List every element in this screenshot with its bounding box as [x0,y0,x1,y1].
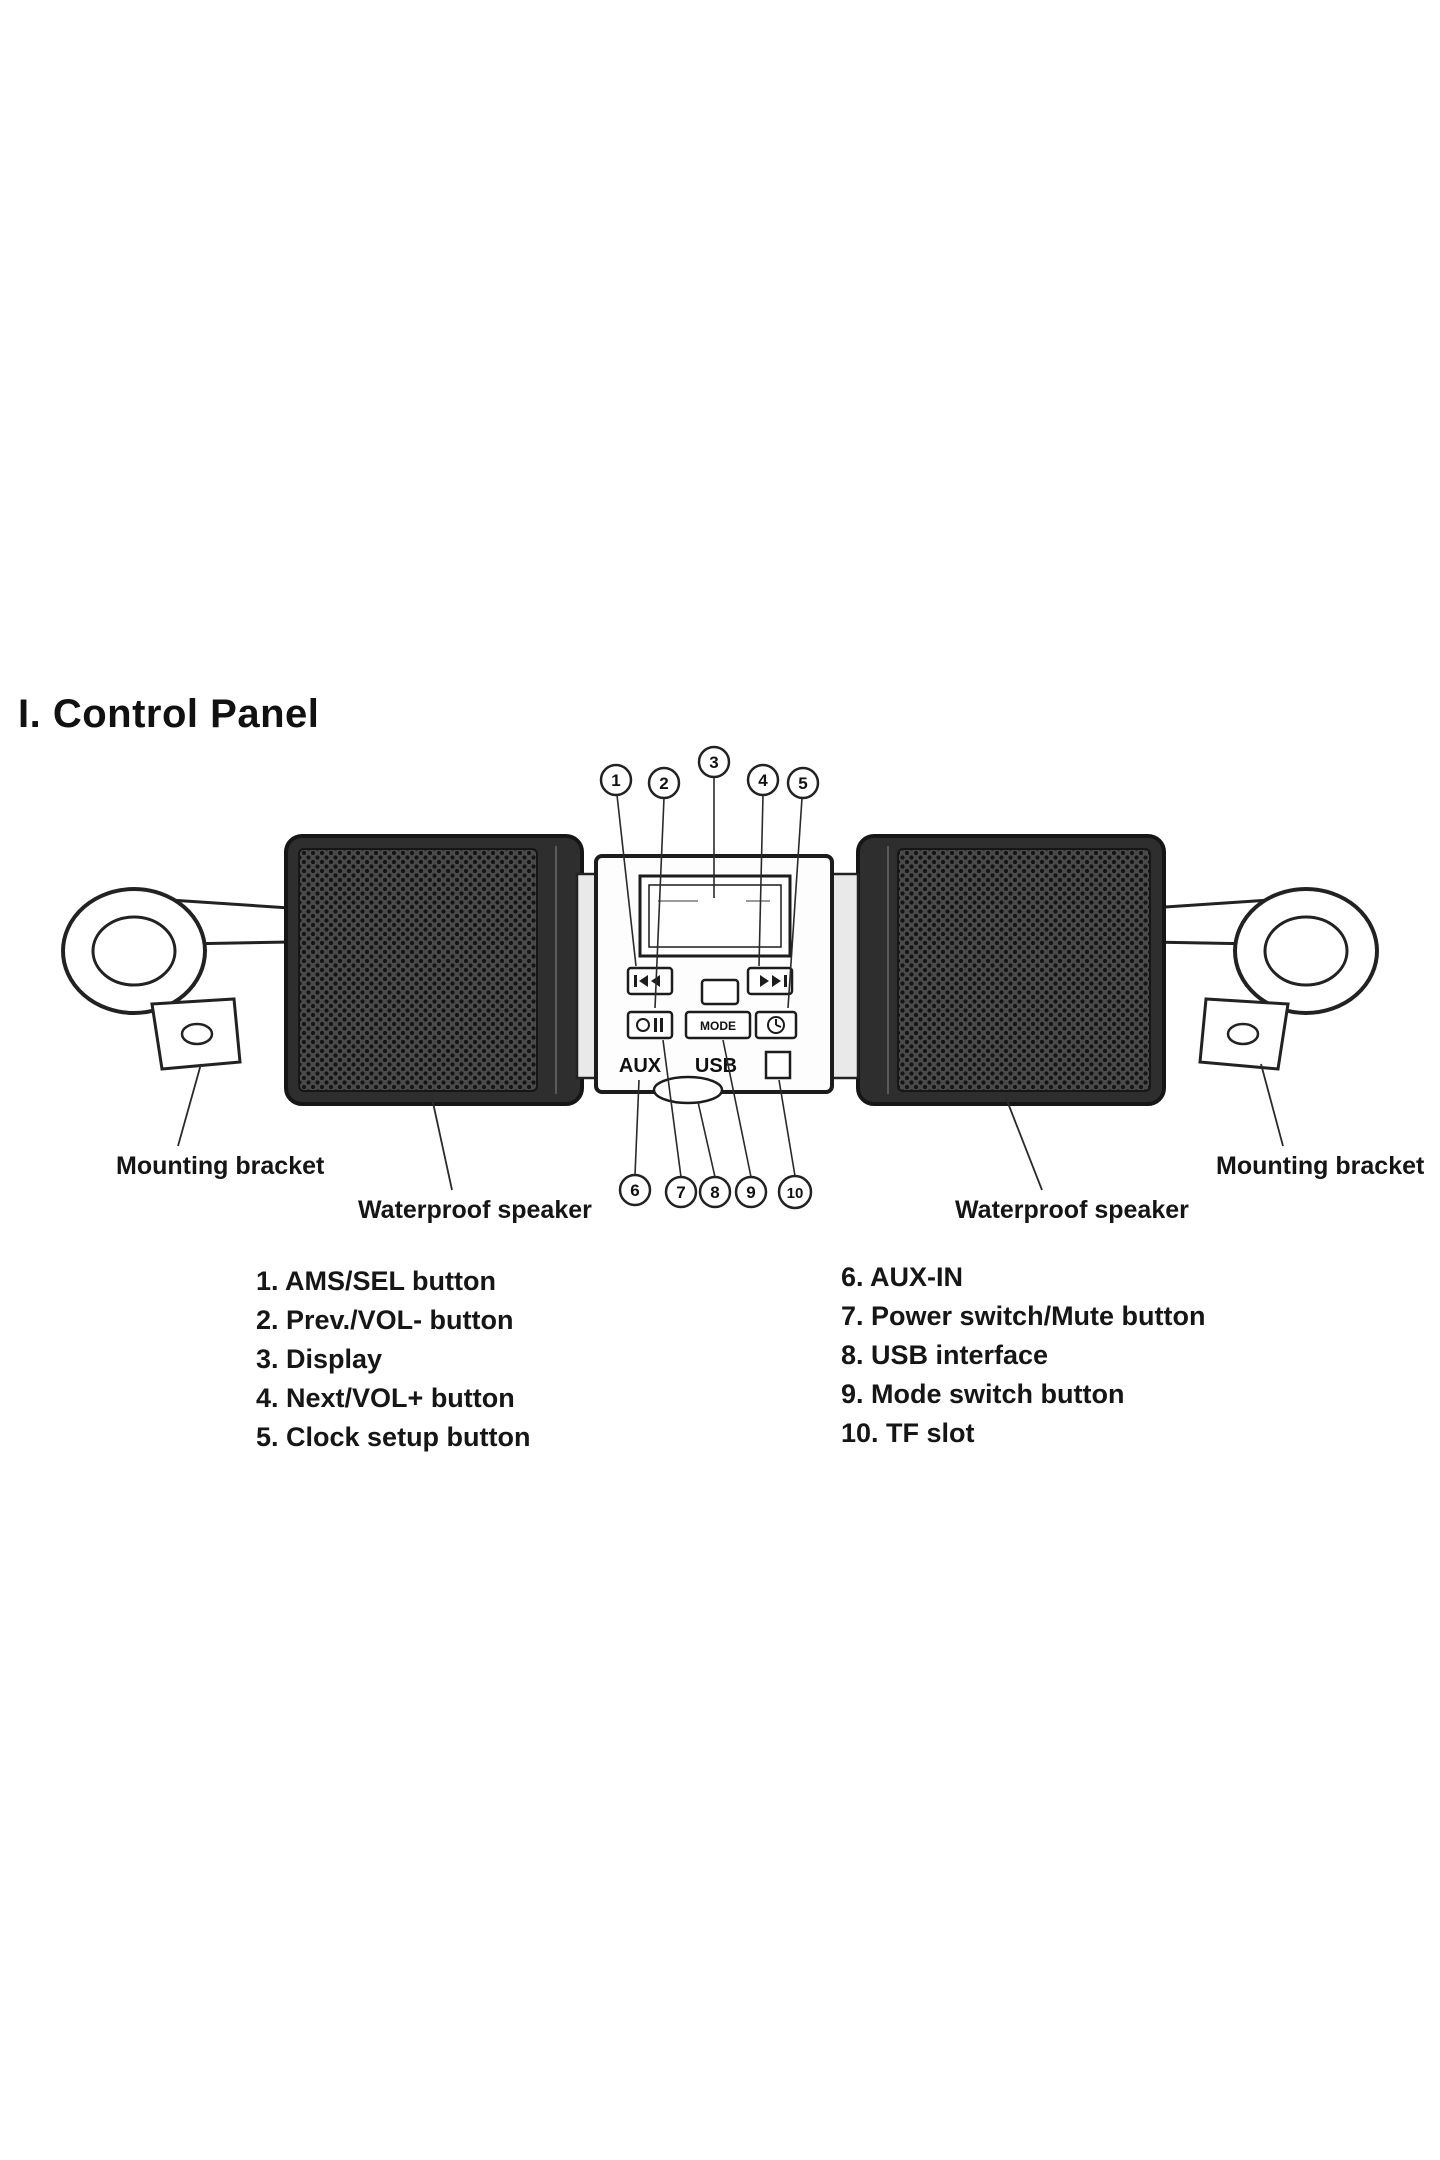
callout-line-10 [778,1079,796,1177]
right-mounting-bracket [1148,887,1379,1071]
legend-left-column: 1. AMS/SEL button 2. Prev./VOL- button 3… [256,1262,531,1457]
right-bracket-clamp-hole [1263,915,1349,987]
callout-line-4 [758,794,764,967]
waterproof-speaker-left-label: Waterproof speaker [358,1196,592,1224]
left-speaker-mesh [298,848,538,1092]
prev-vol-minus-button [626,966,674,996]
label-leader-lines [177,1063,1284,1191]
mounting-bracket-left-label: Mounting bracket [116,1152,325,1180]
ams-sel-button [700,978,740,1006]
callout-line-1 [616,794,637,967]
power-mute-icon [636,1018,663,1032]
bottom-callouts: 6 7 8 9 10 [618,1173,813,1210]
tf-card-slot [764,1050,792,1080]
callout-line-7 [662,1039,682,1178]
left-bracket-bolt-hole [180,1022,214,1046]
mode-switch-button: MODE [684,1010,752,1040]
next-vol-plus-button [746,966,794,996]
usb-label: USB [695,1055,737,1077]
legend-item-1: 1. AMS/SEL button [256,1266,496,1296]
callout-line-5 [787,797,803,1009]
legend-item-8: 8. USB interface [841,1340,1049,1370]
callout-circle-7 [664,1175,698,1209]
right-speaker-leader-line [1005,1097,1043,1191]
legend-item-5: 5. Clock setup button [256,1422,531,1452]
callout-number-4: 4 [758,771,768,790]
legend-item-2: 2. Prev./VOL- button [256,1305,514,1335]
callout-circle-2 [647,766,681,800]
legend-right-column: 6. AUX-IN 7. Power switch/Mute button 8.… [841,1258,1206,1453]
left-mounting-bracket [61,887,292,1071]
legend-item-4: 4. Next/VOL+ button [256,1383,515,1413]
legend-item-6: 6. AUX-IN [841,1262,964,1292]
left-waterproof-speaker [284,834,584,1106]
callout-circle-8 [698,1175,732,1209]
callout-number-8: 8 [710,1183,719,1202]
legend-item-3: 3. Display [256,1344,383,1374]
legend-item-7: 7. Power switch/Mute button [841,1301,1206,1331]
callout-number-10: 10 [787,1185,804,1202]
callout-line-8 [697,1101,716,1178]
callout-circle-4 [746,763,780,797]
mounting-bracket-right-label: Mounting bracket [1216,1152,1425,1180]
callout-number-3: 3 [709,753,718,772]
legend-item-9: 9. Mode switch button [841,1379,1125,1409]
callout-circle-9 [734,1175,768,1209]
right-bracket-leader-line [1260,1063,1284,1147]
callout-circle-1 [599,763,633,797]
right-bracket-bolt-hole [1226,1022,1260,1046]
callout-number-7: 7 [676,1183,685,1202]
right-connector-tab [828,872,860,1080]
callout-number-6: 6 [630,1181,639,1200]
callout-circle-6 [618,1173,652,1207]
callout-line-6 [634,1079,640,1176]
callout-line-9 [722,1039,752,1178]
usb-port-cover [652,1075,724,1105]
left-speaker-leader-line [431,1097,453,1191]
clock-icon [767,1016,785,1034]
callout-number-1: 1 [611,771,620,790]
clock-setup-button [754,1010,798,1040]
callout-line-2 [654,797,665,1009]
page-title: I. Control Panel [18,692,320,736]
callout-circle-5 [786,766,820,800]
power-mute-button [626,1010,674,1040]
legend-item-10: 10. TF slot [841,1418,975,1448]
left-bracket-leader-line [177,1063,202,1147]
bottom-callout-lines [634,1039,796,1178]
aux-in-label: AUX [619,1055,662,1077]
left-bracket-clamp-hole [91,915,177,987]
next-track-icon [760,975,787,987]
callout-number-9: 9 [746,1183,755,1202]
callout-circle-3 [697,745,731,779]
callout-number-2: 2 [659,774,668,793]
top-callouts: 1 2 3 4 5 [599,745,820,800]
callout-circle-10 [777,1174,813,1210]
callout-number-5: 5 [798,774,807,793]
top-callout-lines [616,777,803,1009]
right-speaker-mesh [897,848,1151,1092]
right-waterproof-speaker [856,834,1166,1106]
display [638,874,792,958]
waterproof-speaker-right-label: Waterproof speaker [955,1196,1189,1224]
mode-button-label: MODE [700,1019,736,1033]
